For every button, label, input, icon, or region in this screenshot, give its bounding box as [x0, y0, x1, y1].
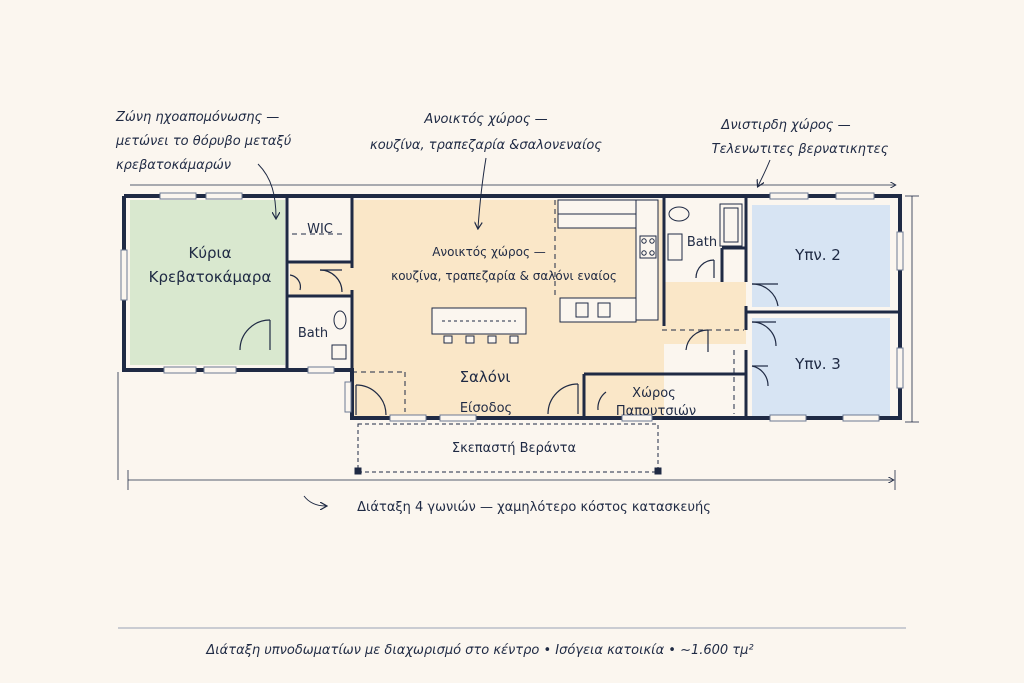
- annotation-arrows: [257, 157, 771, 506]
- bottom-note: Διάταξη 4 γωνιών — χαμηλότερο κόστος κατ…: [357, 500, 711, 515]
- entry-label: Είσοδος: [460, 401, 512, 416]
- bedroom-2-fill: [752, 205, 890, 307]
- open-space-annotation-line2: κουζίνα, τραπεζαρία &σαλονεναίος: [370, 138, 602, 153]
- bedroom-2-label: Υπν. 2: [794, 246, 841, 264]
- windows: [120, 192, 904, 422]
- interior-walls: [285, 196, 900, 418]
- flex-space-annotation-line1: Δνιστιρδη χώρος —: [720, 118, 850, 133]
- porch-label: Σκεπαστή Βεράντα: [452, 441, 576, 456]
- master-bedroom-label-line2: Κρεβατοκάμαρα: [149, 268, 272, 286]
- hallway-fill: [664, 282, 746, 344]
- wic-label: WIC: [307, 222, 333, 237]
- open-space-label-line2: κουζίνα, τραπεζαρία & σαλόνι εναίος: [391, 269, 617, 283]
- sound-zone-annotation-line1: Ζώνη ηχοαπομόνωσης —: [115, 110, 279, 125]
- flex-space-annotation-line2: Τελενωτιτες βερνατικητες: [712, 142, 889, 157]
- master-bath-label: Bath: [298, 326, 328, 341]
- hall-entry-fill: [290, 262, 352, 296]
- sound-zone-annotation-line2: μετώνει το θόρυβο μεταξύ: [115, 134, 292, 149]
- open-space-label-line1: Ανοικτός χώρος —: [432, 245, 546, 259]
- mudroom-label-line2: Παπουτσιών: [616, 404, 696, 419]
- kitchen: [431, 199, 659, 344]
- dimension-lines: [117, 185, 919, 490]
- living-room-label: Σαλόνι: [460, 368, 511, 386]
- open-space-annotation-line1: Ανοικτός χώρος —: [423, 112, 547, 127]
- mudroom-label-line1: Χώρος: [632, 386, 676, 401]
- master-bedroom-fill: [130, 200, 285, 365]
- hall-bath-label: Bath: [687, 235, 717, 250]
- doors: [239, 259, 779, 416]
- sound-zone-annotation-line3: κρεβατοκάμαρών: [116, 158, 231, 173]
- bedroom-3-fill: [752, 318, 890, 416]
- master-bedroom-label-line1: Κύρια: [188, 244, 231, 262]
- caption: Διάταξη υπνοδωματίων με διαχωρισμό στο κ…: [205, 643, 753, 658]
- bedroom-3-label: Υπν. 3: [794, 355, 841, 373]
- bath-fixtures: [331, 203, 743, 360]
- covered-porch: [354, 423, 662, 475]
